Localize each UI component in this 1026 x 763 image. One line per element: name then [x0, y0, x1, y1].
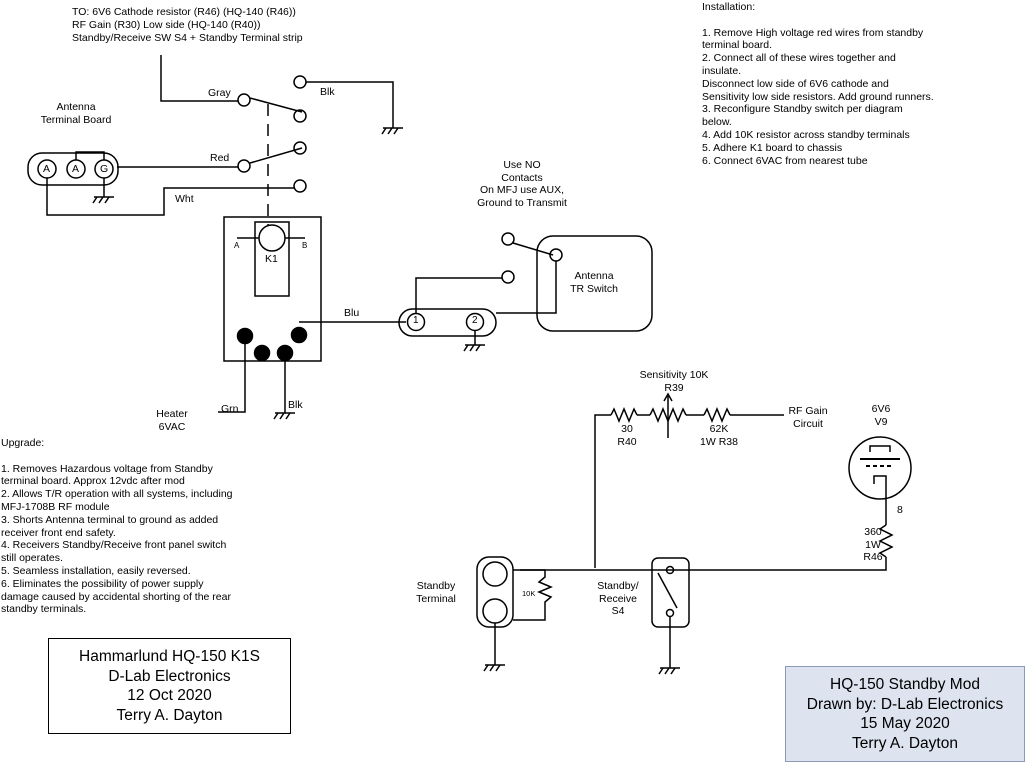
- r46-label: 360 1W R46: [863, 526, 883, 564]
- use-no-note: Use NO Contacts On MFJ use AUX, Ground t…: [477, 159, 567, 209]
- connector-pin-1: [406, 312, 426, 332]
- red-wire-label: Red: [210, 152, 230, 164]
- red-pivot-contact: [237, 159, 251, 173]
- connector-body: [398, 308, 497, 337]
- sensitivity-label: Sensitivity 10K R39: [639, 369, 709, 394]
- red-no-contact: [293, 179, 307, 193]
- k1-relay-board: [223, 216, 322, 362]
- s4-contact-top: [665, 565, 675, 575]
- tube-pin-label: 8: [897, 504, 903, 516]
- upgrade-notes: Upgrade: 1. Removes Hazardous voltage fr…: [1, 437, 233, 616]
- standby-terminal-top: [482, 561, 508, 587]
- s4-arm: [657, 572, 678, 609]
- wire-sensitivity-left: [594, 414, 611, 568]
- title-block-right: HQ-150 Standby Mod Drawn by: D-Lab Elect…: [785, 666, 1025, 762]
- gray-pivot-contact: [237, 93, 251, 107]
- k1-a-label: A: [234, 241, 240, 250]
- k1-pad-blu: [290, 326, 308, 344]
- grn-wire-label: Grn: [221, 403, 239, 415]
- header-note: TO: 6V6 Cathode resistor (R46) (HQ-140 (…: [72, 6, 303, 44]
- gray-no-contact: [293, 109, 307, 123]
- wire-10k-return: [513, 612, 546, 621]
- wire-blk-top: [306, 81, 394, 128]
- wire-wht: [46, 178, 294, 216]
- wire-pin1-contact: [415, 277, 502, 313]
- antenna-tr-switch: [536, 235, 653, 332]
- k1-pad-left: [236, 327, 254, 345]
- tube-cathode: [873, 475, 887, 484]
- standby-terminal-label: Standby Terminal: [416, 580, 456, 605]
- wire-gray: [160, 55, 238, 102]
- s4-label: Standby/ Receive S4: [597, 580, 639, 618]
- k1-pad-right: [276, 344, 294, 362]
- red-switch-arm: [249, 147, 303, 164]
- resistor-10k: [537, 570, 553, 612]
- k1-coil-circle: [258, 224, 286, 252]
- wht-wire-label: Wht: [175, 193, 194, 205]
- tr-contact-a: [501, 232, 515, 246]
- pin2-label: 2: [472, 315, 478, 326]
- antenna-tr-label: Antenna TR Switch: [570, 270, 618, 295]
- r38-label: 62K 1W R38: [700, 423, 738, 448]
- tr-switch-arm: [512, 242, 554, 256]
- tube-heater: [869, 445, 891, 452]
- wire-r46-bus: [520, 557, 887, 571]
- ground-symbol-connector: [463, 344, 485, 352]
- k1-b-label: B: [302, 241, 308, 250]
- connector-pin-2: [465, 312, 485, 332]
- blk-bottom-label: Blk: [288, 399, 303, 411]
- k1-label: K1: [265, 253, 278, 265]
- jumper-a2-g: [75, 151, 105, 160]
- red-nc-contact: [293, 141, 307, 155]
- wire-tr-pin2: [496, 261, 557, 314]
- resistor-r38: [703, 407, 731, 423]
- tr-contact-b: [501, 270, 515, 284]
- pin1-label: 1: [413, 315, 419, 326]
- k1-relay-body: [254, 221, 290, 297]
- title-block-left: Hammarlund HQ-150 K1S D-Lab Electronics …: [48, 638, 291, 734]
- antenna-board-label: Antenna Terminal Board: [40, 101, 112, 126]
- ground-symbol-blk-bottom: [273, 412, 295, 420]
- installation-notes: Installation: 1. Remove High voltage red…: [702, 1, 934, 167]
- standby-terminal-bottom: [482, 598, 508, 624]
- r39-wiper-arrow: [663, 392, 673, 402]
- gray-wire-label: Gray: [208, 87, 231, 99]
- term-g-label: G: [100, 163, 109, 175]
- ground-symbol-terminal: [483, 664, 505, 672]
- heater-label: Heater 6VAC: [156, 408, 188, 433]
- gray-nc-contact: [293, 75, 307, 89]
- ground-symbol-blk-top: [381, 127, 403, 135]
- ground-symbol-s4: [658, 667, 680, 675]
- gray-switch-arm: [249, 97, 303, 113]
- blu-wire-label: Blu: [344, 307, 360, 319]
- resistor-r40: [610, 407, 638, 423]
- resistor-r46: [878, 524, 894, 558]
- antenna-terminal-board: [27, 152, 119, 186]
- tube-label: 6V6 V9: [871, 403, 891, 428]
- standby-terminal: [476, 556, 514, 628]
- r10k-label: 10K: [522, 589, 536, 598]
- term-a1-label: A: [43, 163, 51, 175]
- blk-top-label: Blk: [320, 86, 335, 98]
- wire-grn: [218, 344, 246, 413]
- rf-gain-label: RF Gain Circuit: [788, 405, 828, 430]
- tube-v9-envelope: [848, 436, 912, 500]
- r40-label: 30 R40: [617, 423, 637, 448]
- k1-pad-mid: [253, 344, 271, 362]
- ground-symbol-board: [92, 196, 114, 204]
- s4-contact-bottom: [665, 608, 675, 618]
- term-a2-label: A: [72, 163, 80, 175]
